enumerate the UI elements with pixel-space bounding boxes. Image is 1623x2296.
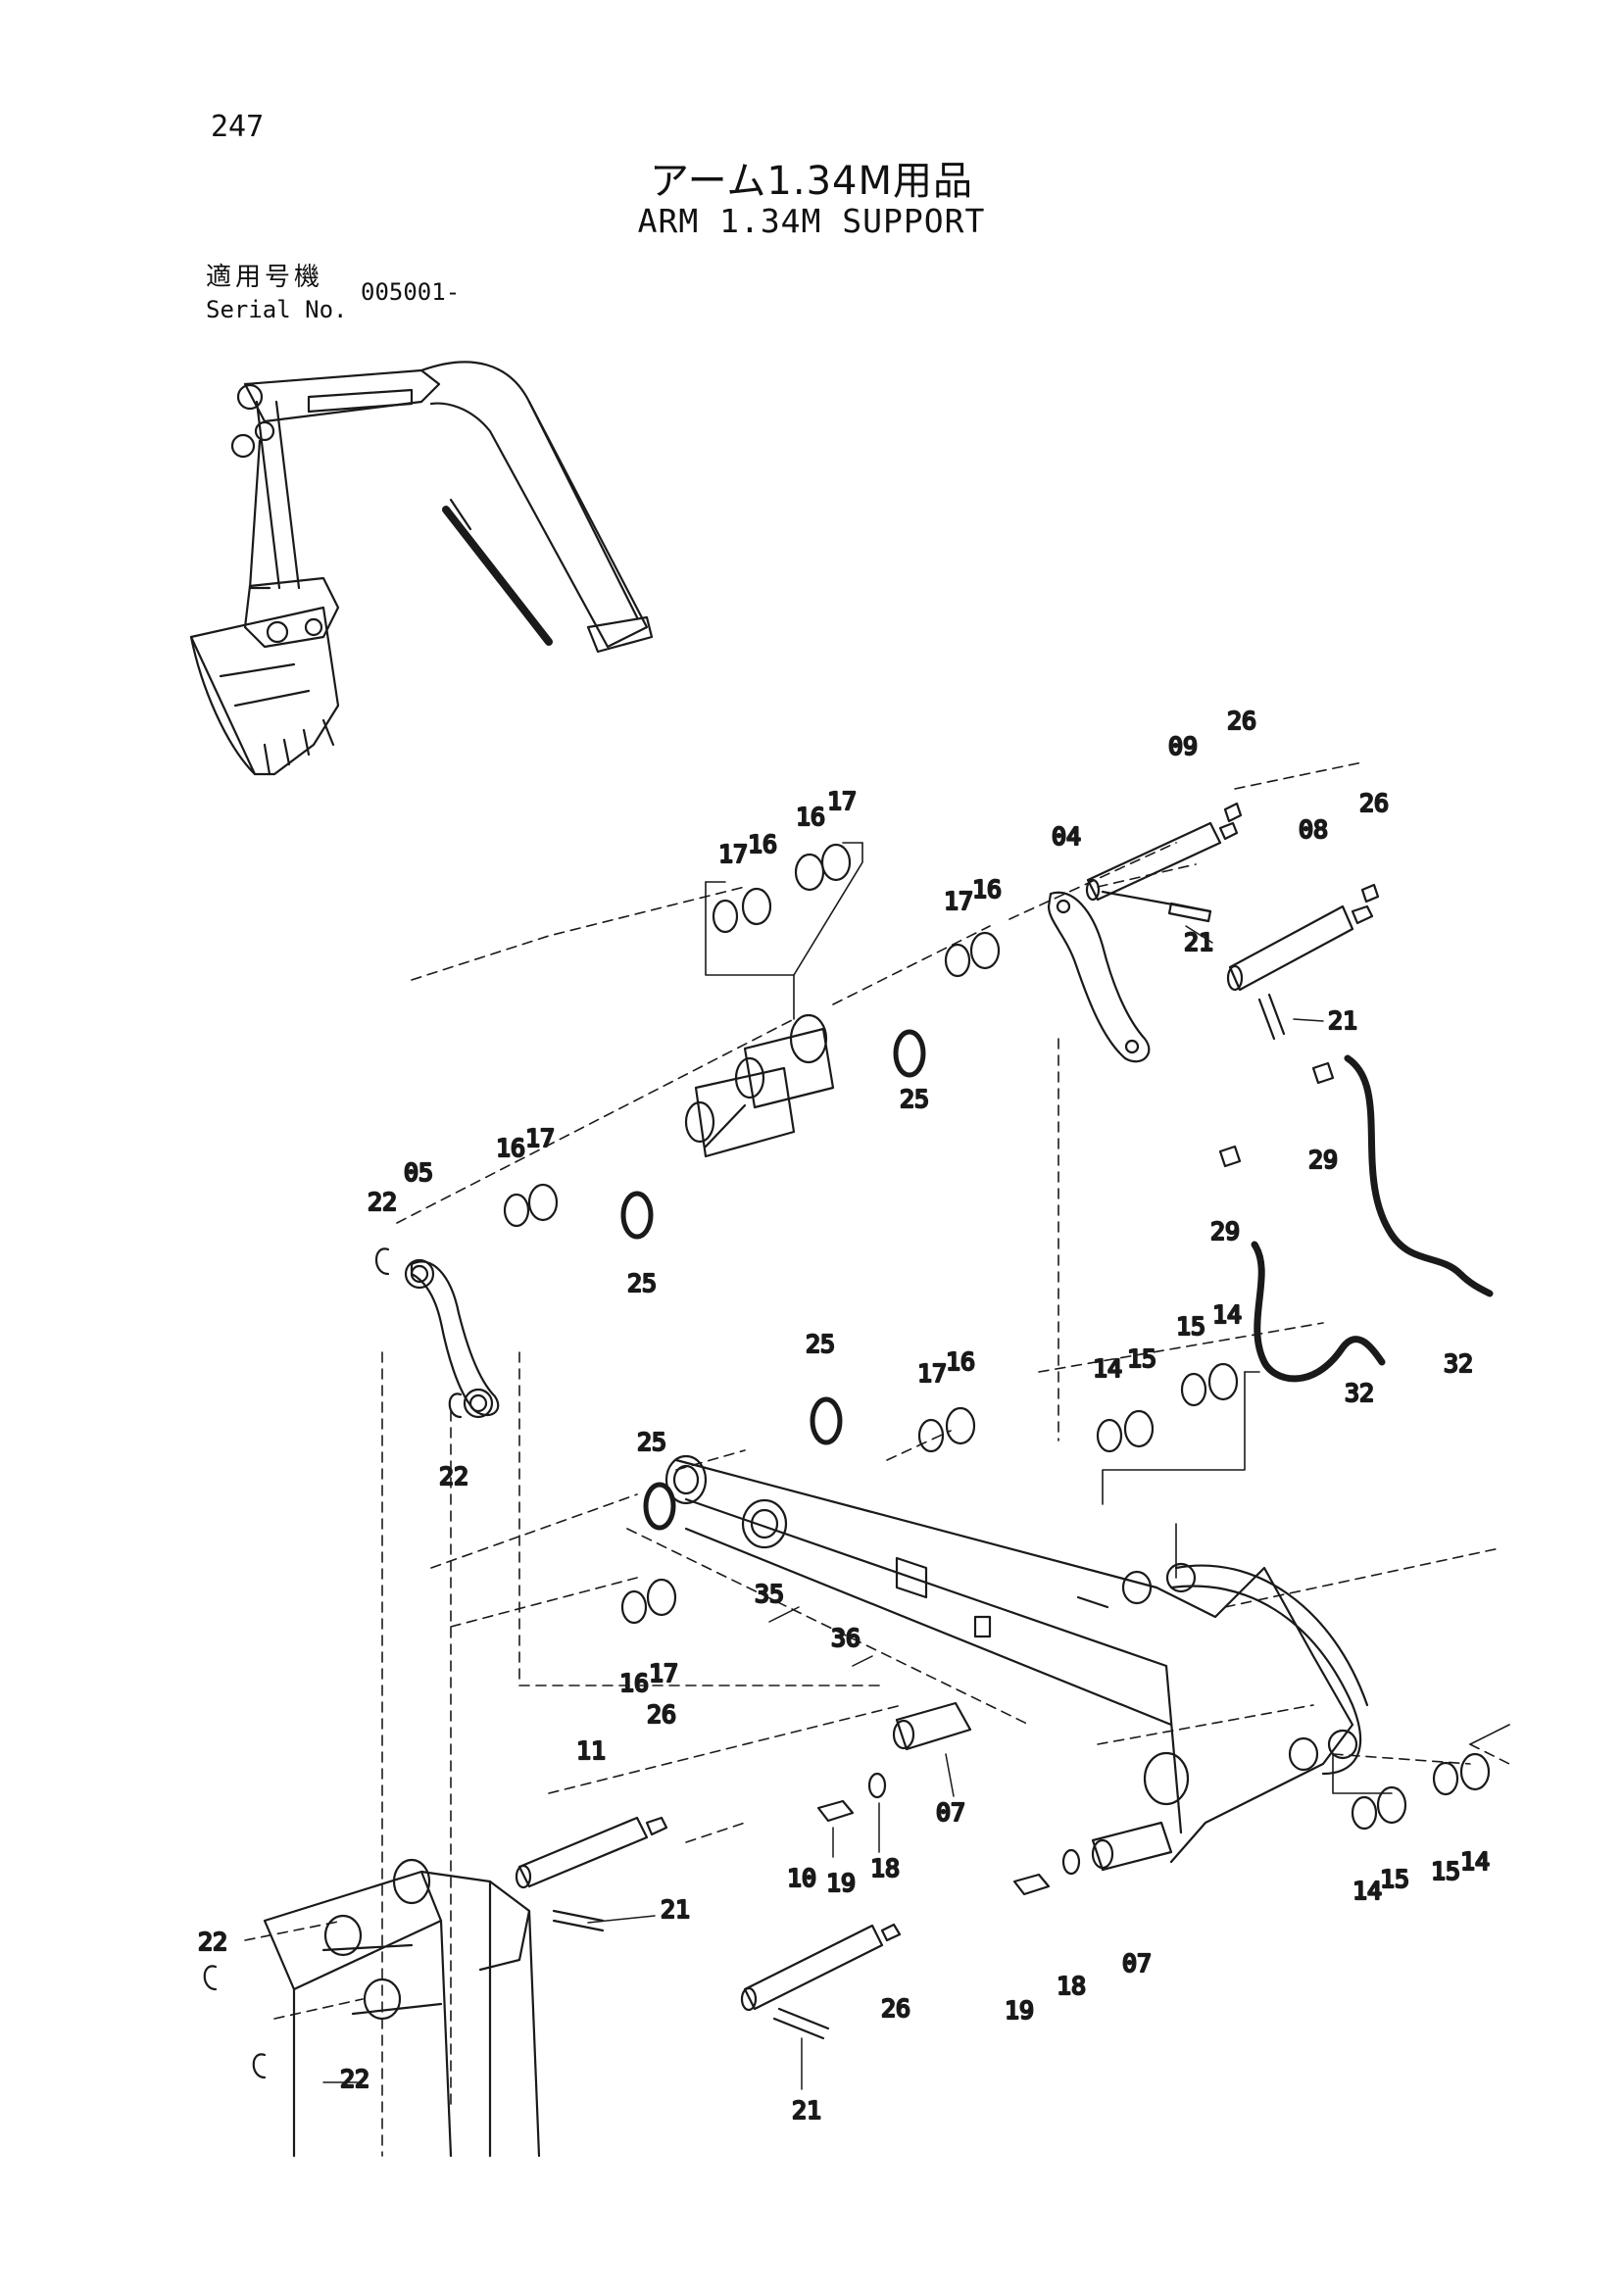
callout-label: 14	[1093, 1354, 1122, 1383]
callout-label: 15	[1127, 1344, 1156, 1373]
callout-label: 25	[806, 1330, 835, 1358]
bucket-end-assembly	[263, 1858, 541, 2158]
link-04	[1047, 891, 1151, 1063]
bushing-assembly	[684, 1013, 835, 1158]
callout-label: 17	[827, 787, 857, 815]
callout-label: 19	[1005, 1996, 1034, 2025]
callout-label: 25	[627, 1269, 657, 1297]
serial-label-japanese: 適用号機	[206, 263, 324, 292]
callout-label: 07	[936, 1798, 965, 1827]
callout-label: 25	[900, 1085, 929, 1113]
page-number: 247	[211, 110, 265, 144]
callout-label: 04	[1052, 822, 1081, 851]
callout-labels: 26 09 26 08 21 21 04 17 16 16 17 17 16 2…	[197, 706, 1491, 2125]
callout-label: 22	[340, 2065, 369, 2093]
callout-label: 14	[1352, 1877, 1382, 1905]
callout-label: 17	[525, 1124, 555, 1152]
hoses-32	[1251, 1054, 1494, 1383]
callout-label: 21	[1184, 928, 1213, 956]
callout-label: 35	[755, 1580, 784, 1608]
spring-pins	[552, 890, 1286, 2040]
callout-label: 26	[1359, 789, 1389, 817]
serial-number-value: 005001-	[361, 278, 461, 306]
title-english: ARM 1.34M SUPPORT	[637, 202, 986, 240]
callout-label: 26	[647, 1700, 676, 1729]
link-05	[404, 1258, 500, 1419]
callout-label: 32	[1345, 1379, 1374, 1407]
callout-label: 17	[649, 1659, 678, 1687]
callout-label: 17	[718, 840, 748, 868]
callout-label: 16	[748, 830, 777, 858]
callout-label: 14	[1212, 1300, 1242, 1329]
callout-label: 09	[1168, 732, 1198, 760]
callout-label: 15	[1380, 1865, 1409, 1893]
shim-group-brackets	[705, 842, 1510, 1794]
callout-label: 18	[1057, 1972, 1086, 2000]
callout-label: 36	[831, 1624, 861, 1652]
callout-label: 16	[972, 875, 1002, 904]
excavator-locator-illustration	[189, 361, 654, 776]
callout-label: 22	[198, 1928, 227, 1956]
callout-label: 26	[1227, 707, 1256, 735]
callout-label: 05	[404, 1158, 433, 1187]
callout-label: 26	[881, 1994, 910, 2023]
callout-label: 21	[661, 1895, 690, 1924]
callout-label: 22	[439, 1462, 468, 1490]
callout-label: 14	[1460, 1847, 1490, 1876]
callout-label: 17	[917, 1359, 947, 1388]
title-japanese: アーム1.34M用品	[650, 159, 973, 204]
callout-label: 21	[1328, 1006, 1357, 1035]
callout-label: 15	[1431, 1857, 1460, 1885]
callout-label: 11	[576, 1736, 606, 1765]
label-leader-lines	[322, 925, 1324, 2090]
callout-label: 16	[619, 1669, 649, 1697]
callout-label: 18	[870, 1854, 900, 1882]
callout-label: 29	[1210, 1217, 1240, 1246]
callout-label: 07	[1122, 1949, 1152, 1978]
callout-label: 15	[1176, 1312, 1205, 1341]
callout-label: 19	[826, 1869, 856, 1897]
callout-label: 32	[1444, 1349, 1473, 1378]
washers-and-rings	[203, 843, 1491, 2079]
callout-label: 16	[496, 1134, 525, 1162]
callout-label: 10	[787, 1864, 816, 1892]
callout-label: 08	[1299, 815, 1328, 844]
arm-body	[664, 1454, 1369, 1864]
serial-label-english: Serial No.	[206, 296, 348, 323]
pins	[515, 821, 1374, 2012]
callout-label: 29	[1308, 1146, 1338, 1174]
callout-label: 21	[792, 2096, 821, 2125]
callout-label: 22	[368, 1188, 397, 1216]
callout-label: 16	[946, 1347, 975, 1376]
grease-fittings	[1218, 802, 1380, 1168]
callout-label: 25	[637, 1428, 666, 1456]
callout-label: 17	[944, 887, 973, 915]
callout-label: 16	[796, 803, 825, 831]
assembly-guide-lines	[244, 761, 1510, 2157]
